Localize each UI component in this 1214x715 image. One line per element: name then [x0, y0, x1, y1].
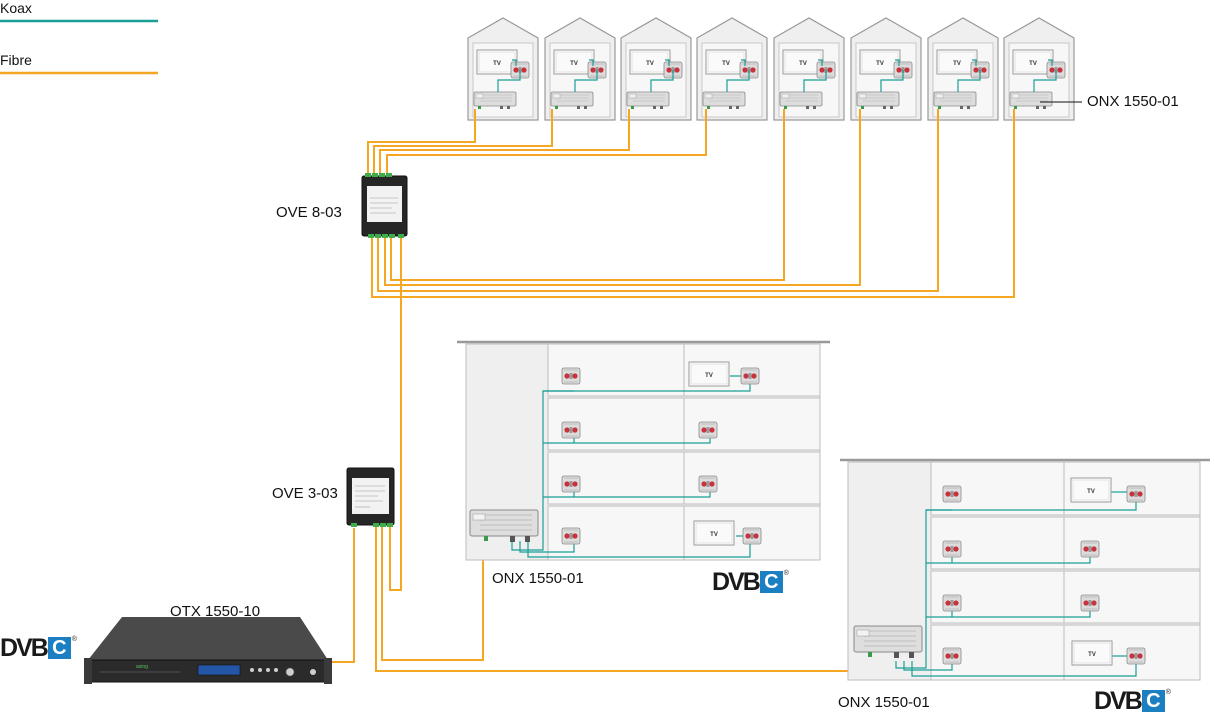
outlet-icon — [942, 540, 962, 558]
ove-8-splitter — [361, 173, 408, 238]
outlet-icon — [1126, 647, 1146, 665]
building-2 — [840, 458, 1210, 681]
building-1 — [457, 340, 830, 561]
tv-icon — [1070, 477, 1112, 503]
otx-transmitter: axing — [84, 617, 332, 684]
outlet-icon — [742, 527, 762, 545]
outlet-icon — [1080, 594, 1100, 612]
tv-icon — [693, 520, 735, 546]
otx-brand: axing — [136, 664, 148, 670]
houses-row — [467, 17, 1082, 121]
legend — [0, 19, 158, 75]
outlet-icon — [698, 421, 718, 439]
outlet-icon — [1126, 485, 1146, 503]
legend-fibre-label: Fibre — [0, 52, 32, 68]
fibre-lines-houses — [367, 109, 1015, 298]
onx-building-2-label: ONX 1550-01 — [838, 694, 930, 711]
ove-3-label: OVE 3-03 — [272, 485, 338, 502]
outlet-icon — [1080, 540, 1100, 558]
outlet-icon — [942, 647, 962, 665]
outlet-icon — [942, 594, 962, 612]
outlet-icon — [561, 367, 581, 385]
tv-icon — [688, 361, 730, 387]
ove-8-label: OVE 8-03 — [276, 204, 342, 221]
outlet-icon — [561, 421, 581, 439]
tv-icon — [1071, 640, 1113, 666]
outlet-icon — [740, 367, 760, 385]
outlet-icon — [561, 527, 581, 545]
ove-3-splitter — [346, 467, 395, 527]
onx-building-1-label: ONX 1550-01 — [492, 570, 584, 587]
outlet-icon — [942, 485, 962, 503]
outlet-icon — [561, 475, 581, 493]
onx-houses-label: ONX 1550-01 — [1087, 93, 1179, 110]
outlet-icon — [698, 475, 718, 493]
legend-koax-label: Koax — [0, 0, 32, 16]
otx-label: OTX 1550-10 — [170, 603, 261, 620]
